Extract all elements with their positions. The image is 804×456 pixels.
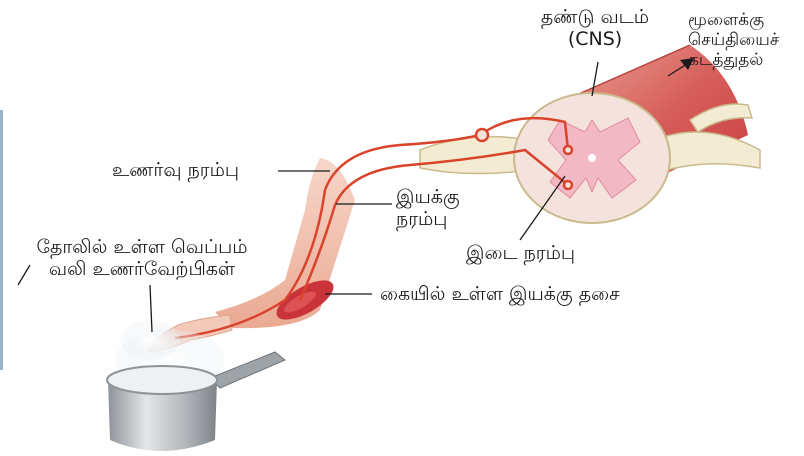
label-sensory-nerve: உணர்வு நரம்பு [112, 159, 239, 181]
label-spinal-cord: தண்டு வடம் (CNS) [530, 6, 660, 50]
label-motor-nerve: இயக்கு நரம்பு [396, 186, 460, 230]
label-interneuron: இடை நரம்பு [466, 242, 575, 264]
label-skin-receptors-line1: தோலில் உள்ள வெப்பம் [12, 236, 272, 258]
hot-pot-illustration [107, 320, 285, 451]
label-arm-muscle: கையில் உள்ள இயக்கு தசை [380, 283, 620, 305]
label-to-brain-line1: மூளைக்கு [688, 10, 779, 30]
label-skin-receptors-line2: வலி உணர்வேற்பிகள் [12, 258, 272, 280]
label-motor-nerve-line1: இயக்கு [396, 186, 460, 208]
nerve-pathways [175, 118, 572, 338]
label-spinal-cord-line2: (CNS) [530, 28, 660, 50]
label-to-brain-line2: செய்தியைச் [688, 30, 779, 50]
label-to-brain: மூளைக்கு செய்தியைச் கடத்துதல் [688, 10, 779, 70]
label-skin-receptors: தோலில் உள்ள வெப்பம் வலி உணர்வேற்பிகள் [12, 236, 272, 280]
spinal-cord-illustration [420, 45, 760, 223]
label-to-brain-line3: கடத்துதல் [688, 50, 779, 70]
label-spinal-cord-line1: தண்டு வடம் [530, 6, 660, 28]
label-motor-nerve-line2: நரம்பு [396, 208, 460, 230]
